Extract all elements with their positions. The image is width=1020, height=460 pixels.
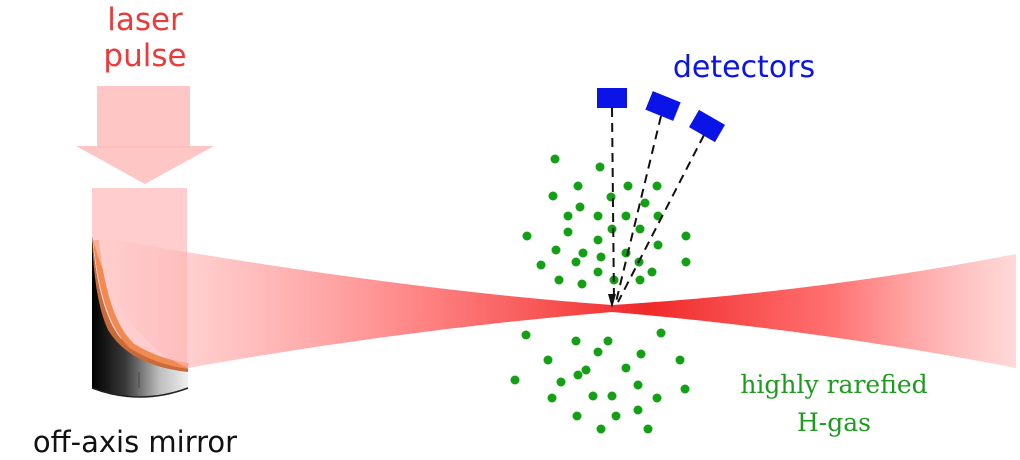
gas-cloud-lower	[510, 328, 690, 434]
mirror-icon	[91, 236, 189, 398]
gas-label-line1: highly rarefied	[740, 370, 927, 399]
laser-label-line2: pulse	[103, 38, 186, 74]
detector-icon	[645, 91, 681, 121]
focus-arrowhead	[608, 294, 616, 308]
laser-beam	[92, 236, 1016, 368]
mirror-label: off-axis mirror	[33, 425, 237, 459]
detector-icon	[597, 88, 627, 108]
gas-cloud-upper	[522, 154, 691, 289]
gas-label-line2: H-gas	[797, 408, 871, 437]
detectors-label: detectors	[673, 50, 815, 85]
laser-label-line1: laser	[107, 2, 183, 38]
detection-lines	[611, 107, 705, 303]
detector-icon	[689, 109, 725, 143]
